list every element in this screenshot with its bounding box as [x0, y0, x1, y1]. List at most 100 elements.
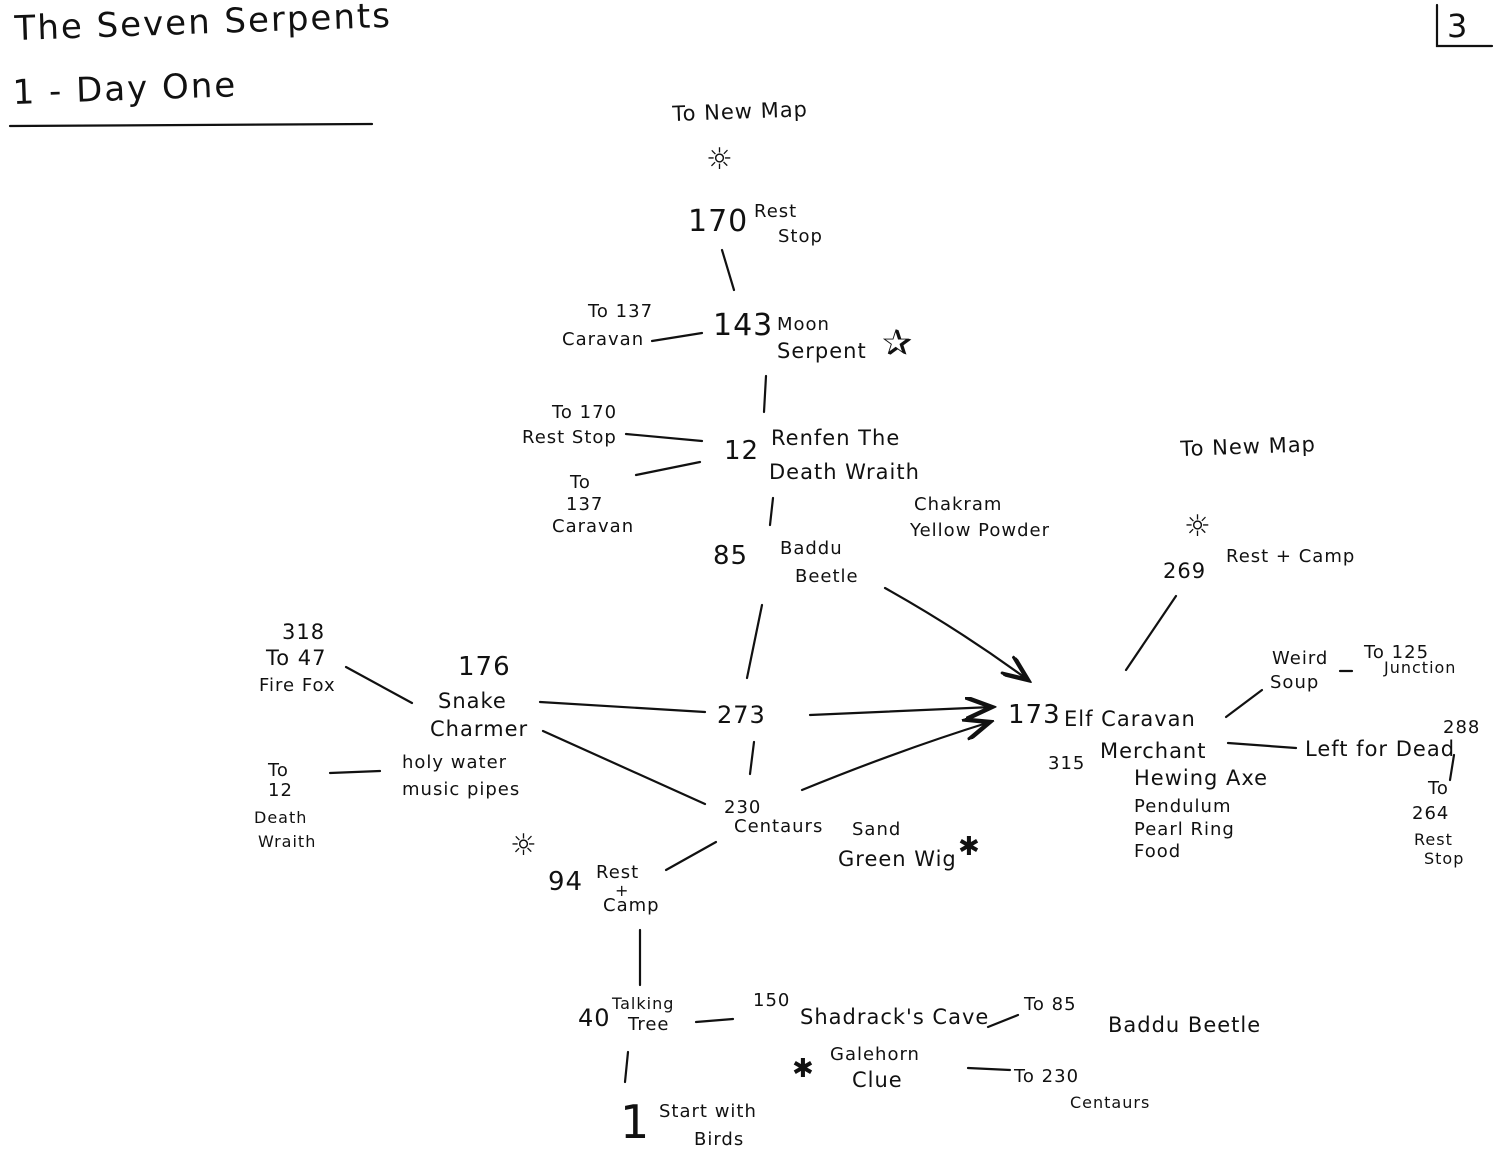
- node-176-number: 176: [458, 652, 511, 682]
- node-143-number: 143: [713, 308, 774, 343]
- note-death-wraith-2: Wraith: [258, 832, 317, 851]
- line-230-94: [664, 840, 718, 872]
- node-170-number: 170: [688, 204, 749, 239]
- items-230-green-wig: Green Wig: [838, 847, 957, 871]
- line-firefox-176: [344, 665, 414, 705]
- asterisk-icon: ✱: [958, 832, 980, 862]
- note-288: 288: [1443, 717, 1481, 738]
- sun-icon: ☼: [1184, 509, 1211, 544]
- node-40-label: Talking: [612, 994, 675, 1013]
- items-173-food: Food: [1134, 841, 1182, 862]
- note-to-137-b-3: Caravan: [552, 516, 635, 537]
- line-deathwraith-176: [328, 769, 382, 775]
- node-170-label-2: Stop: [778, 226, 823, 247]
- line-to170-12: [624, 432, 704, 443]
- pentagram-icon: ✰: [882, 323, 913, 364]
- node-85-number: 85: [713, 541, 749, 571]
- note-to-137-b-2: 137: [566, 494, 604, 515]
- node-170-label: Rest: [754, 201, 798, 222]
- line-galehorn-to230: [966, 1066, 1012, 1072]
- asterisk-icon: ✱: [792, 1054, 814, 1084]
- items-12-yellow-powder: Yellow Powder: [910, 520, 1050, 541]
- note-stop: Stop: [1424, 849, 1465, 868]
- arrow-273-173: [808, 707, 992, 715]
- node-173-label: Elf Caravan: [1064, 707, 1196, 731]
- note-to-230: To 230: [1014, 1066, 1080, 1087]
- line-85-273: [745, 603, 764, 680]
- items-230-sand: Sand: [852, 819, 902, 840]
- line-12-85: [768, 496, 775, 527]
- note-264: 264: [1412, 803, 1450, 824]
- line-273-230: [748, 740, 756, 776]
- node-85-label-2: Beetle: [795, 566, 859, 587]
- node-143-label: Moon: [777, 314, 830, 335]
- line-176-230: [541, 729, 707, 806]
- node-85-label: Baddu: [780, 538, 843, 559]
- note-junction: Junction: [1384, 658, 1457, 677]
- page-number-box: [1435, 3, 1494, 48]
- node-143-label-2: Serpent: [777, 339, 867, 363]
- line-150-to85: [986, 1013, 1020, 1029]
- note-fire-fox: Fire Fox: [259, 675, 336, 696]
- note-to-new-map-right: To New Map: [1179, 432, 1317, 461]
- arrow-230-173: [800, 722, 990, 792]
- node-1-label-2: Birds: [694, 1129, 745, 1150]
- note-rest: Rest: [1414, 830, 1453, 849]
- line-143-12: [762, 374, 768, 414]
- arrow-85-173: [883, 586, 1028, 680]
- line-170-143: [720, 248, 736, 292]
- note-baddu-beetle: Baddu Beetle: [1108, 1013, 1262, 1037]
- note-to-47: To 47: [266, 646, 327, 670]
- items-173-pearl-ring: Pearl Ring: [1134, 819, 1235, 840]
- note-315: 315: [1048, 753, 1086, 774]
- sun-icon: ☼: [706, 142, 733, 177]
- node-94-label: Rest: [596, 862, 640, 883]
- node-1-label: Start with: [659, 1101, 757, 1122]
- note-to-12: To: [268, 760, 289, 781]
- node-1-number: 1: [620, 1095, 651, 1149]
- node-12-label-2: Death Wraith: [769, 460, 920, 484]
- note-to-170-rest-stop: To 170: [552, 402, 618, 423]
- node-150-number: 150: [753, 990, 791, 1011]
- line-40-1: [623, 1050, 630, 1084]
- note-clue: Clue: [852, 1068, 903, 1092]
- node-273-number: 273: [717, 701, 766, 729]
- note-to-125: To 125: [1364, 642, 1430, 663]
- note-soup: Soup: [1270, 672, 1320, 693]
- node-150-label: Shadrack's Cave: [800, 1005, 990, 1029]
- node-94-label-3: Camp: [603, 895, 660, 916]
- line-to137-143: [650, 331, 704, 343]
- node-173-number: 173: [1008, 700, 1061, 730]
- note-to-170-rest-stop-2: Rest Stop: [522, 427, 617, 448]
- page-subtitle: 1 - Day One: [11, 65, 238, 113]
- node-94-label-2: +: [615, 881, 630, 900]
- node-94-number: 94: [548, 867, 584, 897]
- note-to-new-map-top: To New Map: [671, 97, 809, 126]
- node-176-label-2: Charmer: [430, 717, 529, 741]
- items-176-holy-water: holy water: [402, 752, 508, 773]
- items-12-chakram: Chakram: [914, 494, 1003, 515]
- page-number: 3: [1447, 7, 1469, 45]
- node-230-label: Centaurs: [734, 816, 824, 837]
- note-to-137-caravan-2: Caravan: [562, 329, 645, 350]
- note-centaurs: Centaurs: [1070, 1093, 1151, 1112]
- node-269-number: 269: [1163, 559, 1207, 583]
- items-173-merchant: Merchant: [1100, 739, 1207, 763]
- line-to137b-12: [634, 460, 702, 477]
- line-173-weird: [1224, 688, 1264, 719]
- note-318: 318: [282, 620, 326, 644]
- note-left-for-dead: Left for Dead: [1305, 737, 1456, 761]
- items-176-music-pipes: music pipes: [402, 779, 521, 800]
- node-269-label: Rest + Camp: [1226, 546, 1356, 567]
- note-to-137-b: To: [570, 472, 591, 493]
- title-underline: [8, 122, 374, 128]
- sun-icon: ☼: [510, 828, 537, 863]
- note-to-85: To 85: [1024, 994, 1077, 1015]
- line-176-273: [538, 700, 707, 714]
- note-to-137-caravan: To 137: [588, 301, 654, 322]
- note-weird: Weird: [1272, 648, 1329, 669]
- node-40-number: 40: [578, 1004, 611, 1032]
- line-269-173: [1124, 594, 1178, 672]
- node-176-label: Snake: [438, 689, 507, 713]
